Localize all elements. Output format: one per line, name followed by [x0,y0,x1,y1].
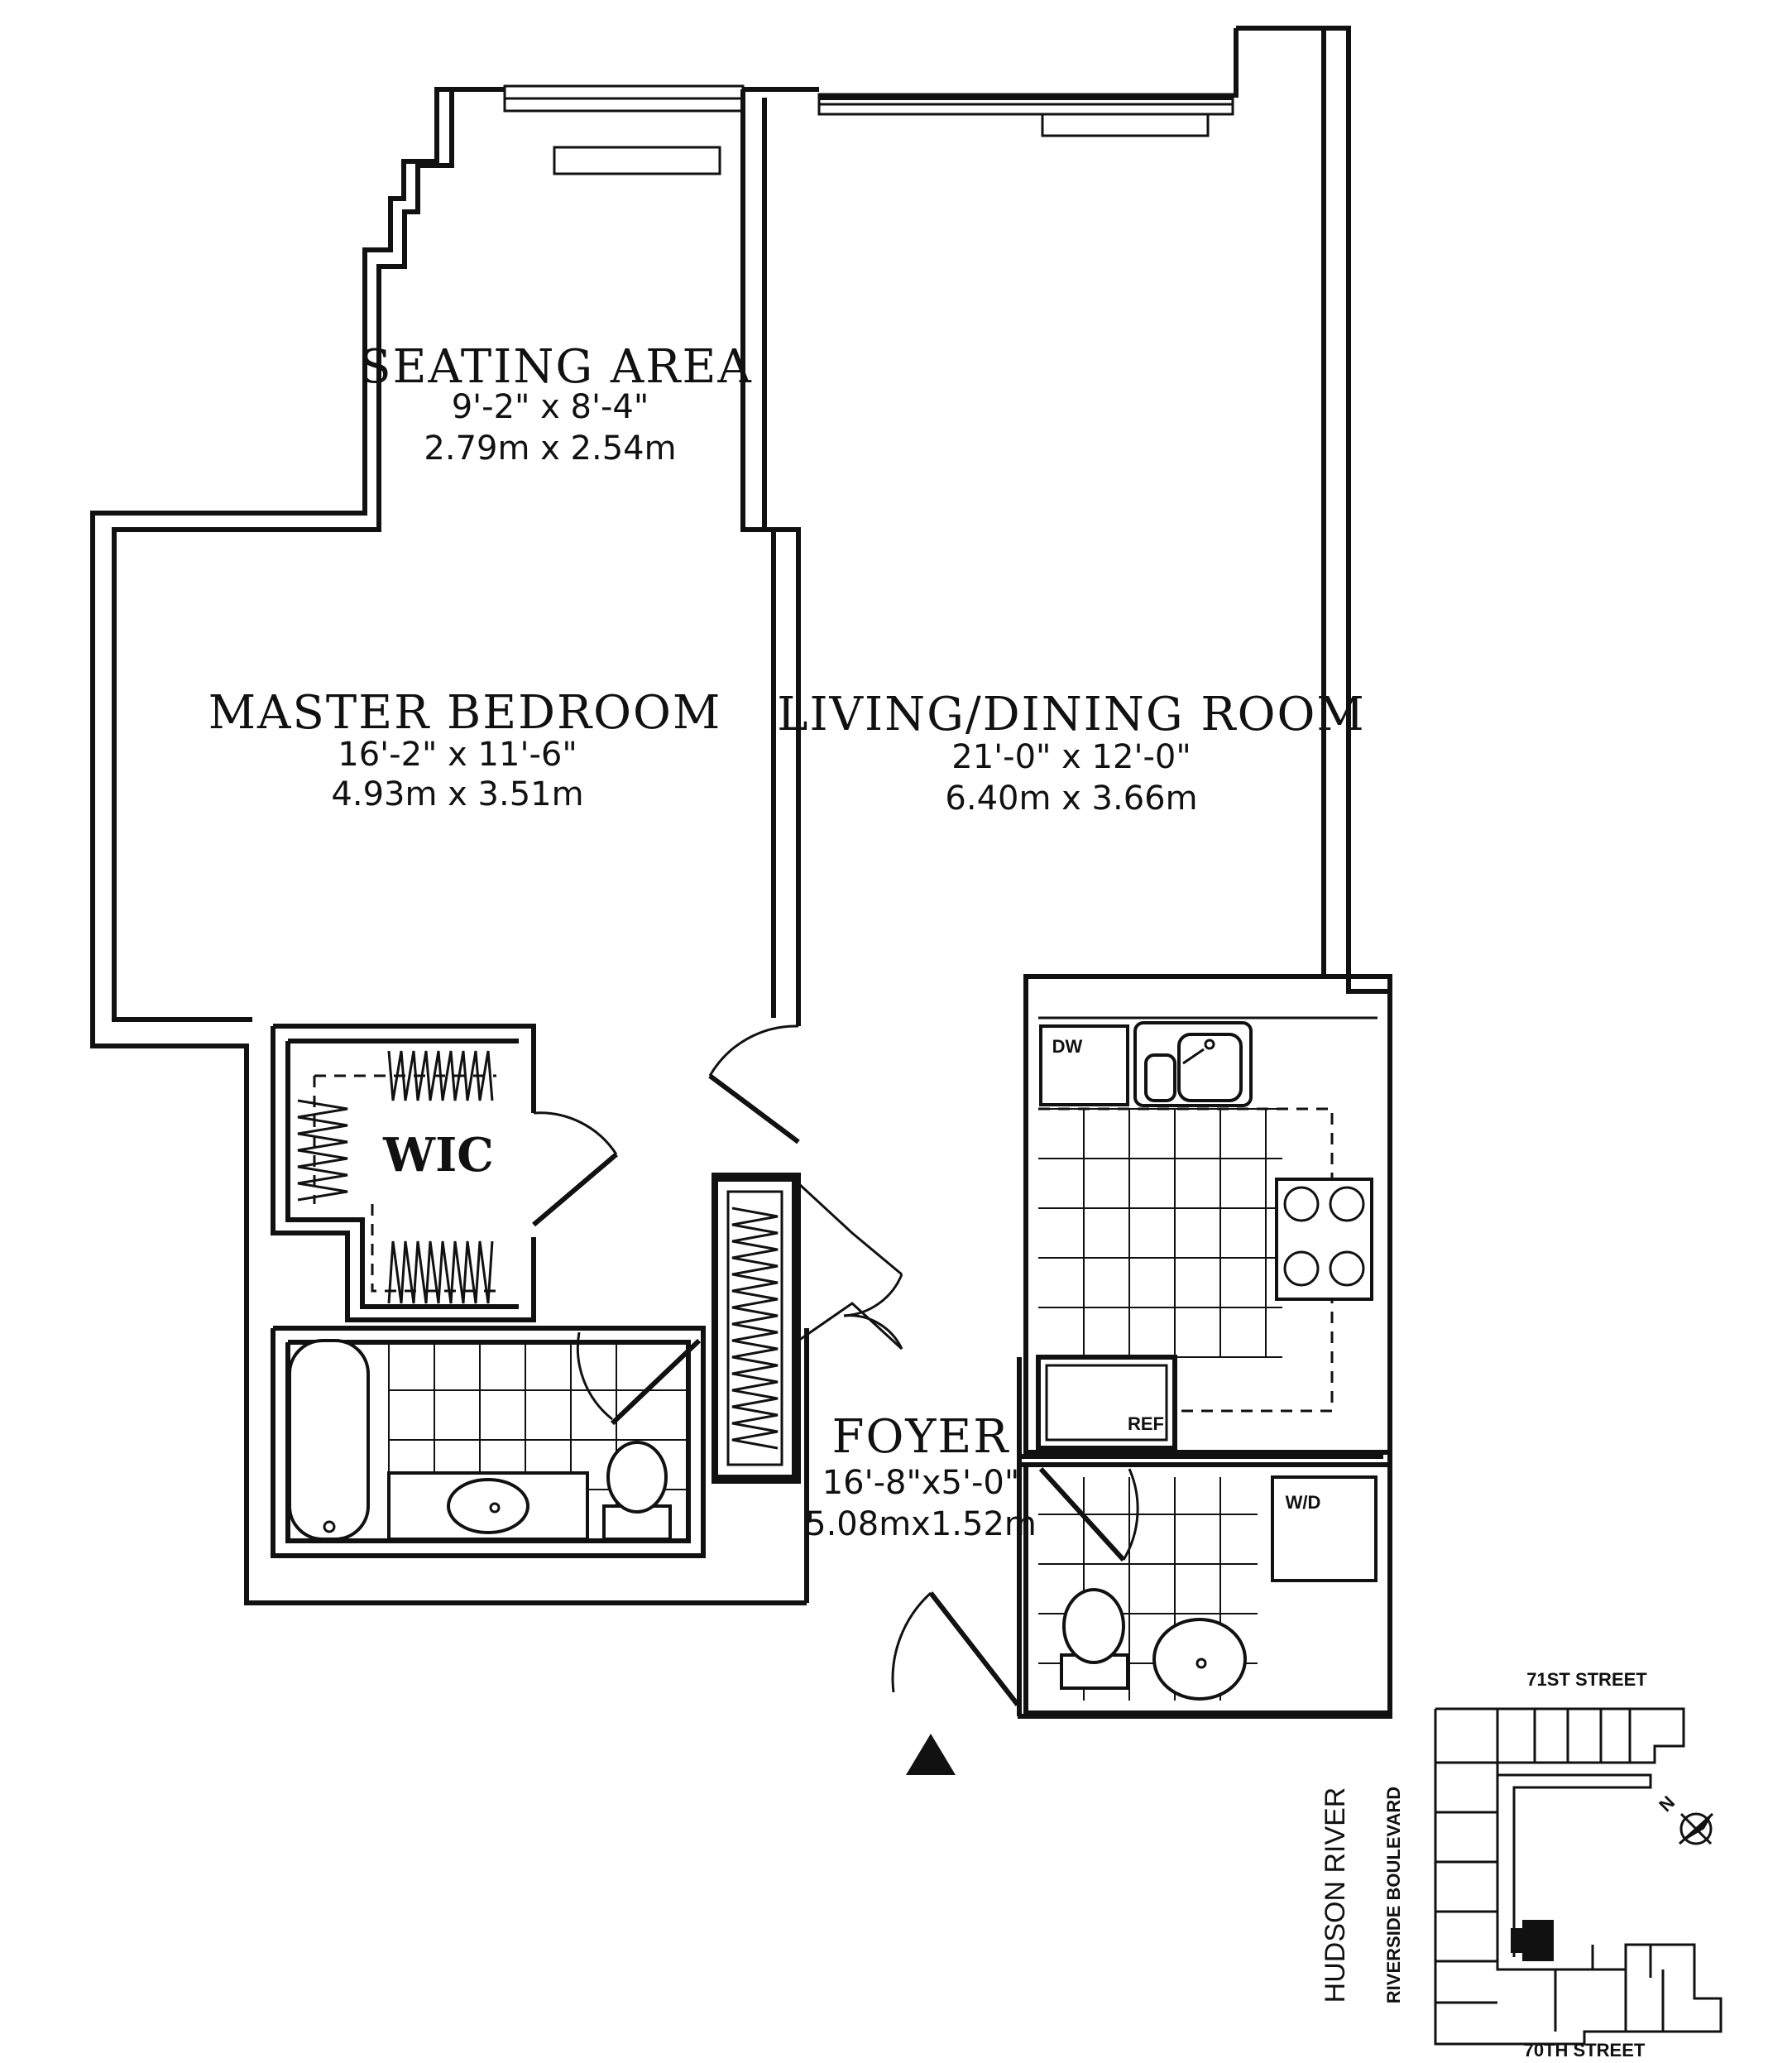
refrigerator-label: REF [1128,1413,1164,1434]
unit-highlight [1522,1920,1554,1961]
entry-door [891,1591,1020,1775]
foyer-closet [713,1177,903,1480]
master-bedroom-dim-ft: 16'-2" x 11'-6" [338,736,577,774]
walk-in-closet: WIC [271,1024,618,1322]
foyer-name: FOYER [832,1410,1010,1464]
master-bedroom-dim-m: 4.93m x 3.51m [331,775,583,813]
windows [503,84,1234,175]
foyer-dim-m: 5.08mx1.52m [805,1505,1037,1543]
kitchen-tile-grid [1038,1108,1282,1358]
entry-arrow-icon [906,1734,956,1775]
living-dining-name: LIVING/DINING ROOM [777,688,1365,741]
room-labels: SEATING AREA 9'-2" x 8'-4" 2.79m x 2.54m… [208,340,1365,1543]
wic-label: WIC [382,1128,494,1183]
foyer-dim-ft: 16'-8"x5'-0" [822,1464,1020,1502]
washer-dryer-label: W/D [1286,1492,1321,1513]
unit-highlight-part [1511,1928,1526,1953]
key-plan: 71ST STREET 70TH STREET HUDSON RIVER RIV… [1320,1669,1723,2061]
north-label: N [1655,1792,1679,1816]
seating-area-dim-m: 2.79m x 2.54m [424,429,676,468]
bedroom-door [708,1024,800,1144]
seating-area-dim-ft: 9'-2" x 8'-4" [452,388,649,426]
seating-area-name: SEATING AREA [359,340,753,394]
master-bedroom-name: MASTER BEDROOM [208,686,722,740]
kitchen: DW REF [1023,974,1392,1455]
living-dining-dim-m: 6.40m x 3.66m [945,780,1197,818]
master-bath [271,1326,706,1558]
north-arrow-icon: N [1655,1792,1714,1845]
dishwasher-label: DW [1052,1036,1083,1057]
north-street-label: 71ST STREET [1526,1669,1647,1690]
boulevard-label: RIVERSIDE BOULEVARD [1383,1787,1404,2003]
powder-laundry: W/D [1023,1462,1392,1715]
river-label: HUDSON RIVER [1320,1787,1351,2003]
key-plan-units [1435,1709,1665,2032]
living-dining-dim-ft: 21'-0" x 12'-0" [951,738,1191,776]
